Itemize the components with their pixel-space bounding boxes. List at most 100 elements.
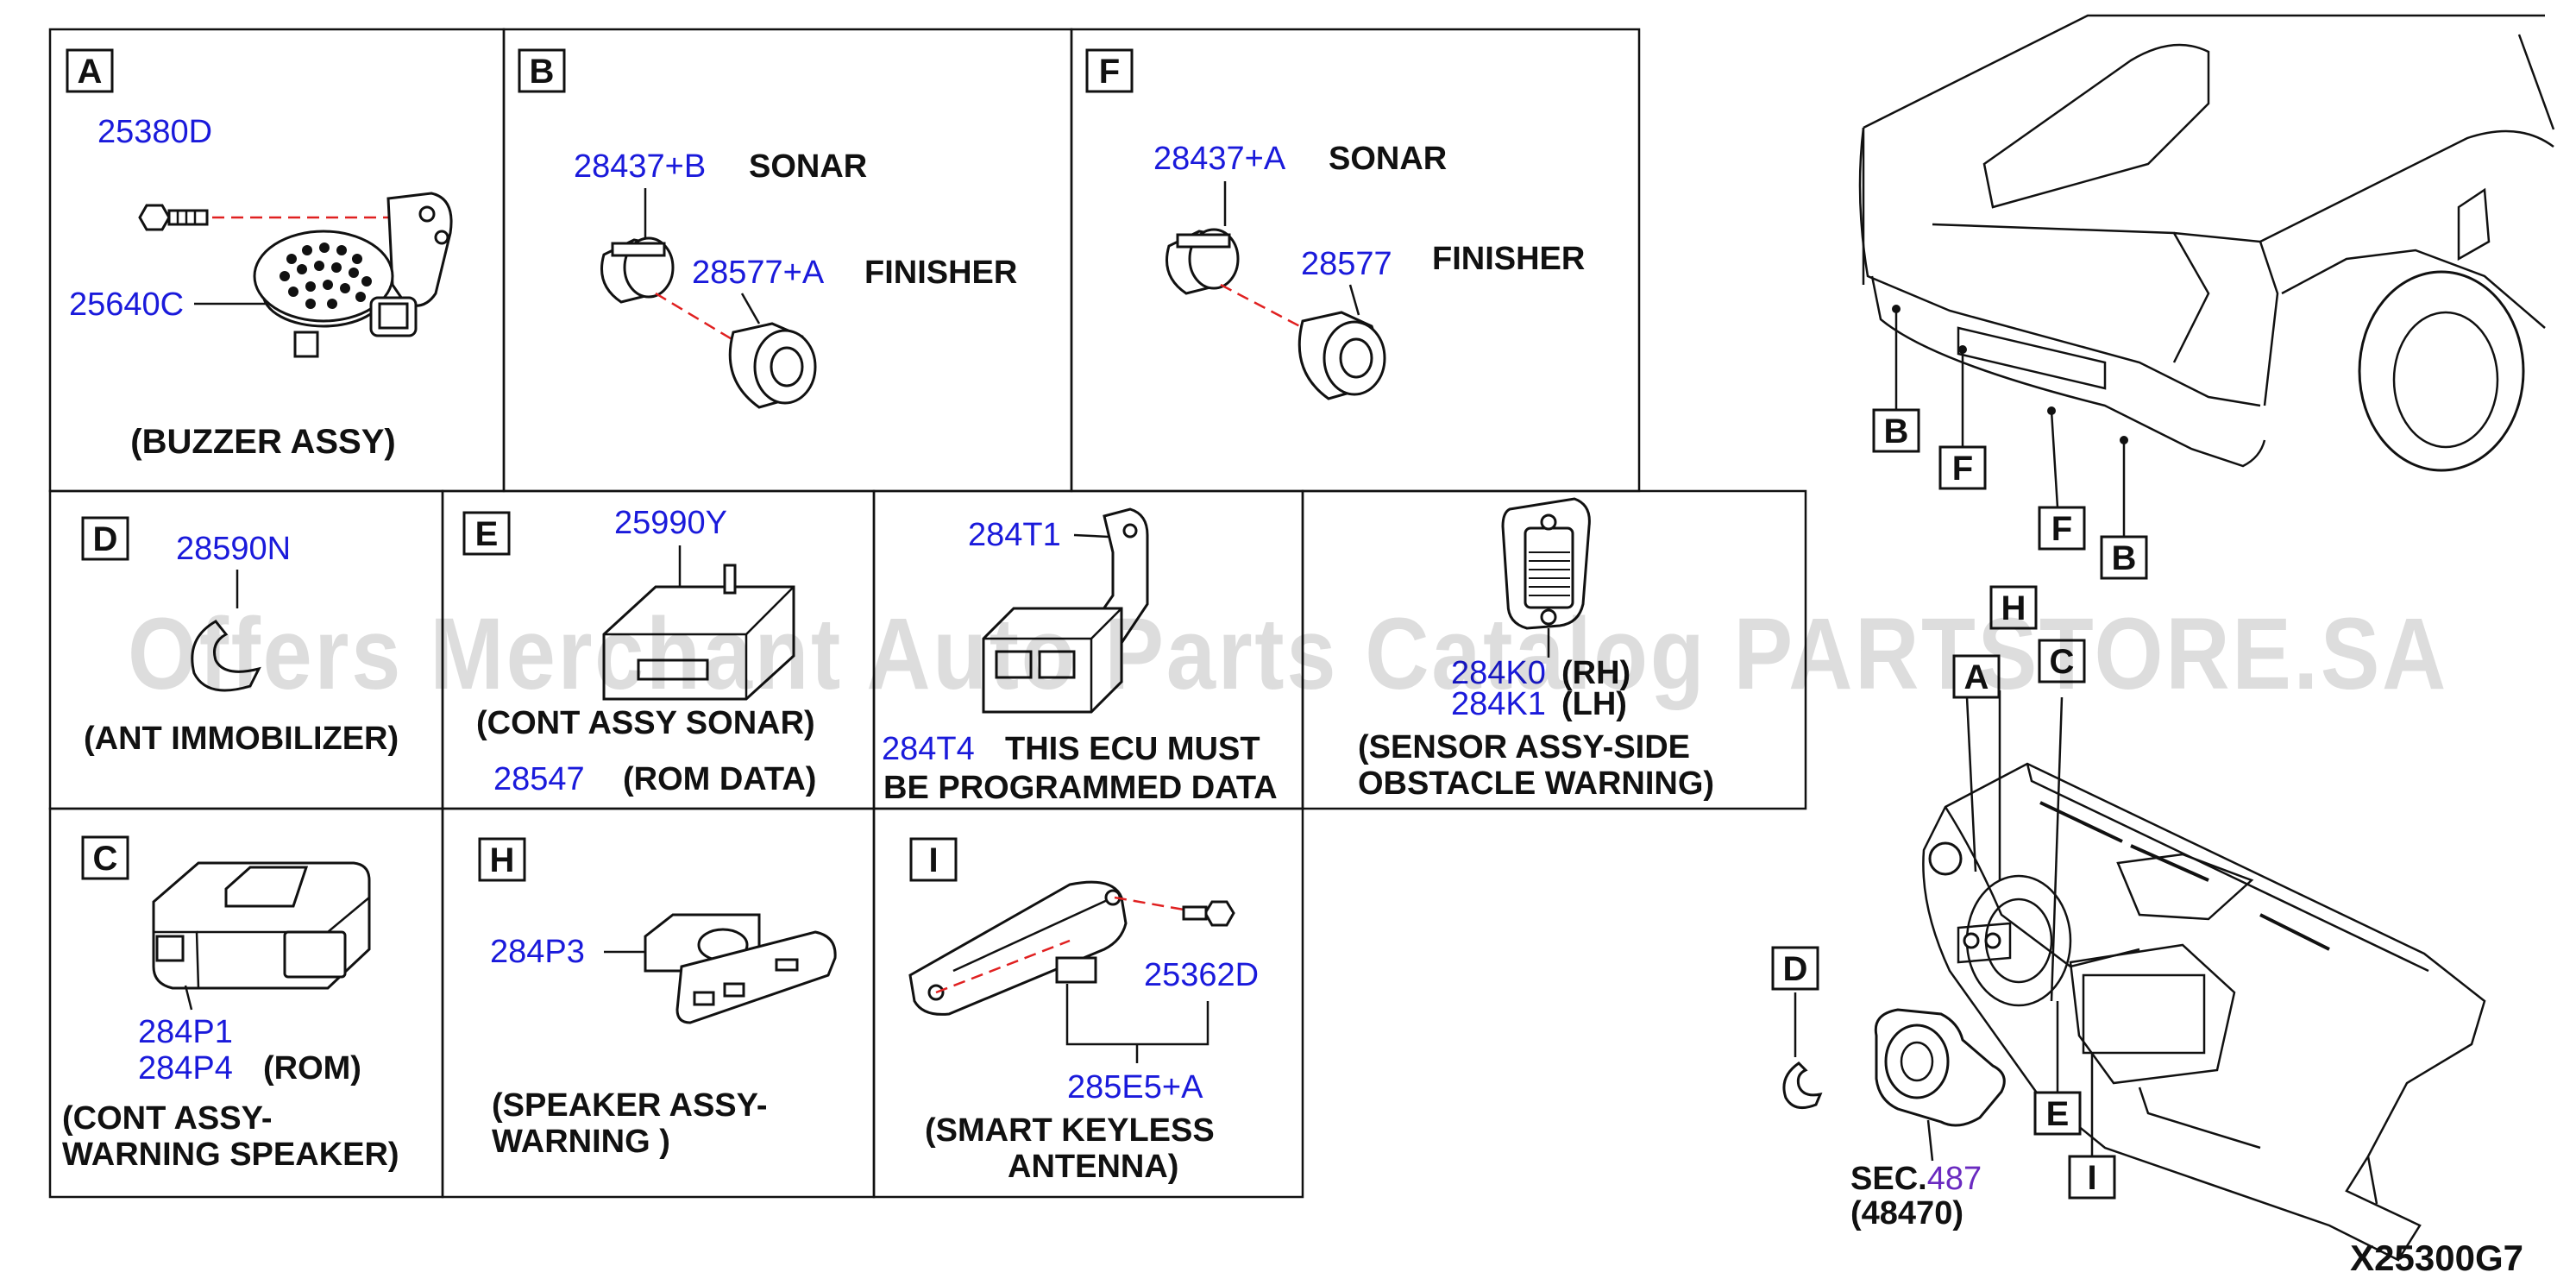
part-number-284k0[interactable]: 284K0 [1451, 655, 1546, 691]
panel-ecu: 284T1 284T4 THIS ECU MUST BE PROGRAMMED … [882, 507, 1278, 806]
caption-cont-assy-sonar: (CONT ASSY SONAR) [476, 705, 815, 741]
ant-immobilizer-ring [191, 620, 261, 692]
panel-i-letter: I [928, 841, 938, 879]
finisher-b [728, 322, 817, 409]
sonar-sensor-f [1165, 228, 1240, 295]
part-number-25380d[interactable]: 25380D [97, 114, 212, 150]
part-number-25990y[interactable]: 25990Y [614, 505, 727, 541]
leader-28577a [740, 293, 761, 324]
panel-h: H 284P3 (SPEAKER ASSY- WARNING ) [478, 837, 837, 1160]
panel-a-letter-box [66, 48, 114, 93]
callout-f1[interactable]: F [1952, 450, 1973, 488]
bolt-part [138, 204, 209, 231]
label-rh: (RH) [1561, 655, 1630, 691]
panel-b-letter: B [530, 53, 555, 91]
note-ecu-line1: THIS ECU MUST [1005, 731, 1260, 767]
frame-i [872, 807, 1304, 1199]
panel-f: F 28437+A SONAR 28577 FINISHER [1085, 48, 1585, 400]
watermark-text: Offers Merchant Auto Parts Catalog PARTS… [128, 597, 2448, 711]
buzzer-part [253, 192, 453, 358]
smart-keyless-antenna [908, 880, 1128, 1016]
diagram-code: X25300G7 [2350, 1238, 2523, 1278]
callout-h[interactable]: H [2001, 589, 2026, 627]
part-number-285e5a[interactable]: 285E5+A [1067, 1069, 1203, 1105]
note-rom-data: (ROM DATA) [623, 761, 816, 797]
part-number-25362d[interactable]: 25362D [1144, 957, 1259, 993]
assembly-line-i2 [1114, 896, 1204, 915]
caption-c-line2: WARNING SPEAKER) [62, 1137, 399, 1173]
panel-a-letter: A [78, 53, 103, 91]
part-number-28547[interactable]: 28547 [493, 761, 585, 797]
part-number-28437a[interactable]: 28437+A [1153, 141, 1286, 177]
panel-d-letter-box [81, 516, 129, 561]
part-number-28577[interactable]: 28577 [1301, 246, 1392, 282]
callout-b1[interactable]: B [1884, 413, 1909, 450]
dash-ant-ring [1782, 1061, 1823, 1110]
sonar-control-unit [602, 564, 795, 701]
panel-c-letter-box [81, 835, 129, 880]
caption-h-line1: (SPEAKER ASSY- [492, 1087, 768, 1124]
part-number-284t1[interactable]: 284T1 [968, 517, 1061, 553]
panel-e-letter: E [475, 515, 499, 553]
callout-box-i [2068, 1155, 2116, 1200]
sonar-sensor-b [600, 236, 675, 304]
panel-a: A 25380D 25640C (BUZZ [66, 48, 453, 461]
callout-b2[interactable]: B [2112, 539, 2137, 577]
label-sonar-f: SONAR [1329, 141, 1447, 177]
warning-speaker-controller [152, 861, 371, 990]
callout-box-e [2033, 1091, 2082, 1136]
callout-box-b1 [1872, 408, 1920, 453]
panel-e-letter-box [462, 511, 511, 556]
callout-d[interactable]: D [1783, 950, 1808, 988]
dashboard-illustration [1794, 690, 2486, 1262]
caption-c-line1: (CONT ASSY- [62, 1100, 273, 1137]
truck-callouts: B F F B [1872, 408, 2148, 580]
section-reference: SEC.487 (48470) [1850, 1161, 1982, 1231]
part-number-284k1[interactable]: 284K1 [1451, 686, 1546, 722]
callout-a[interactable]: A [1964, 658, 1989, 696]
part-number-284p1[interactable]: 284P1 [138, 1014, 233, 1050]
caption-i-line1: (SMART KEYLESS [925, 1112, 1215, 1149]
svg-text:SEC.487: SEC.487 [1850, 1161, 1982, 1197]
note-rom: (ROM) [263, 1050, 361, 1087]
panel-d-letter: D [93, 520, 118, 558]
panel-c-letter: C [93, 840, 118, 878]
panel-h-letter-box [478, 837, 526, 882]
callout-box-f2 [2038, 506, 2086, 551]
panel-f-letter-box [1085, 48, 1134, 93]
assembly-line-b [655, 292, 743, 347]
leader-284p1 [184, 985, 193, 1011]
part-number-28437b[interactable]: 28437+B [574, 148, 706, 185]
callout-box-h [1989, 585, 2038, 630]
label-finisher-b: FINISHER [864, 255, 1017, 291]
callout-box-b2 [2100, 535, 2148, 580]
label-finisher-f: FINISHER [1432, 241, 1585, 277]
section-sub: (48470) [1850, 1195, 1963, 1231]
part-number-28590n[interactable]: 28590N [176, 531, 291, 567]
callout-c[interactable]: C [2050, 643, 2075, 681]
panel-d: D 28590N (ANT IMMOBILIZER) [81, 516, 399, 757]
caption-h-line2: WARNING ) [492, 1124, 670, 1160]
part-number-25640c[interactable]: 25640C [69, 287, 184, 323]
assembly-line-i1 [935, 939, 1071, 994]
panel-b-letter-box [518, 48, 566, 93]
callout-box-a [1952, 654, 2001, 699]
callout-i[interactable]: I [2087, 1159, 2096, 1197]
leader-28577 [1348, 284, 1360, 316]
caption-i-line2: ANTENNA) [1008, 1149, 1178, 1185]
callout-f2[interactable]: F [2051, 510, 2072, 548]
part-number-28577a[interactable]: 28577+A [692, 255, 825, 291]
ecu-module [982, 607, 1123, 714]
note-ecu-line2: BE PROGRAMMED DATA [883, 770, 1278, 806]
part-number-284p4[interactable]: 284P4 [138, 1050, 233, 1087]
part-number-284t4[interactable]: 284T4 [882, 731, 975, 767]
caption-sensor-line2: OBSTACLE WARNING) [1358, 765, 1714, 802]
part-number-284p3[interactable]: 284P3 [490, 934, 585, 970]
warning-speaker [644, 913, 837, 1024]
callout-e[interactable]: E [2046, 1095, 2070, 1133]
section-number[interactable]: 487 [1927, 1161, 1982, 1197]
callout-box-c [2038, 639, 2086, 683]
finisher-f [1297, 311, 1386, 400]
